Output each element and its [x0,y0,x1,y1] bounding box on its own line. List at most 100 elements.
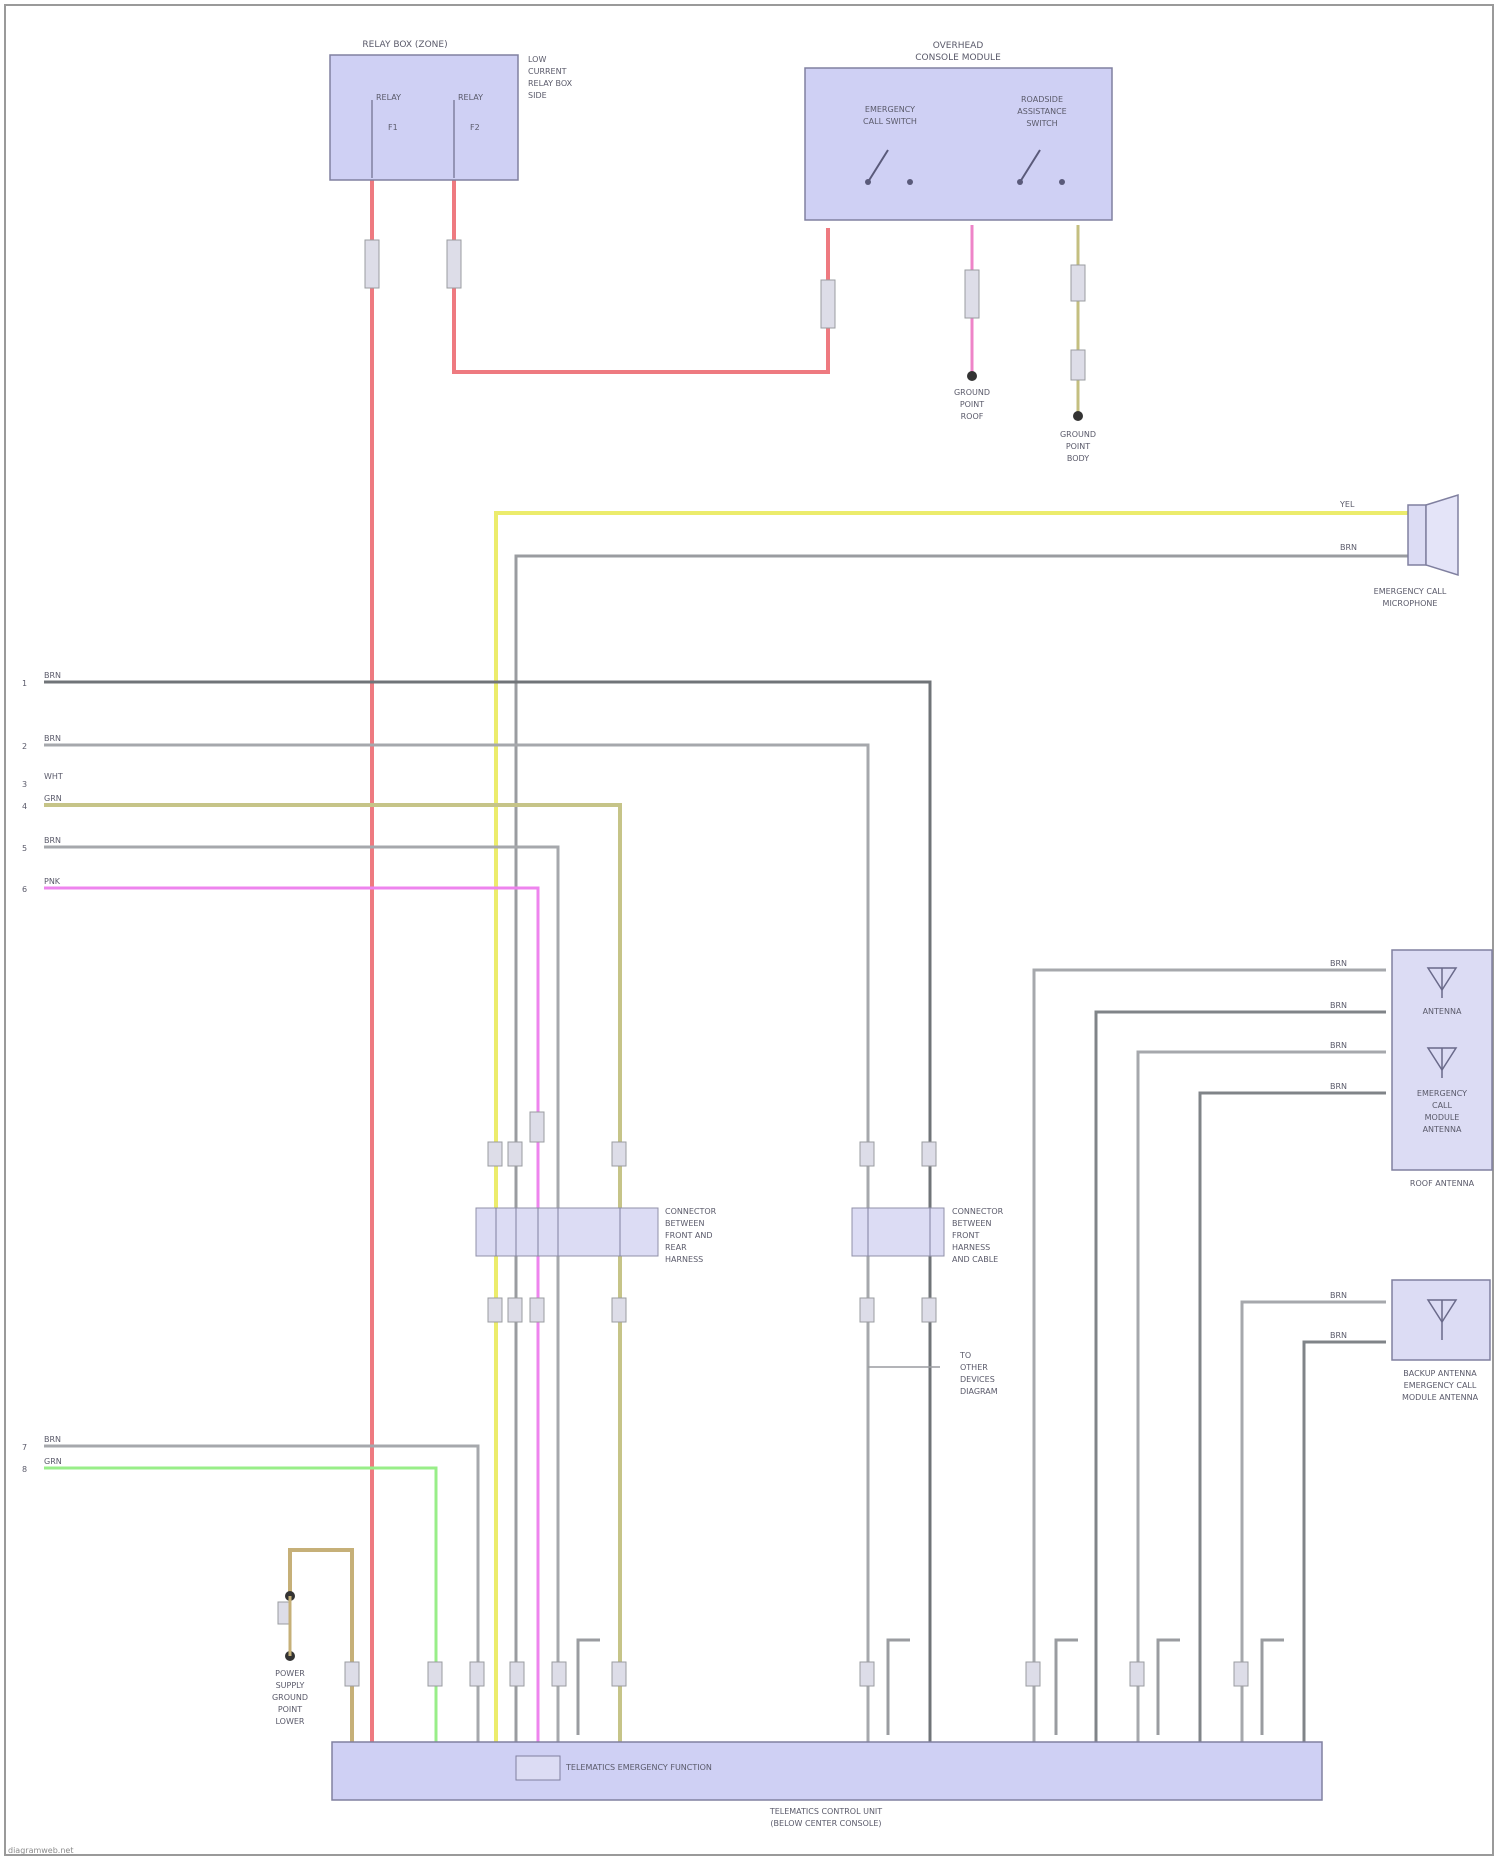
svg-text:DIAGRAM: DIAGRAM [960,1387,998,1396]
svg-text:HARNESS: HARNESS [952,1243,990,1252]
svg-text:2: 2 [22,742,27,751]
left-wire-7 [44,1446,478,1750]
svg-text:CONNECTOR: CONNECTOR [665,1207,717,1216]
svg-text:GROUND: GROUND [954,388,990,397]
svg-text:MICROPHONE: MICROPHONE [1383,599,1438,608]
telematics-control-unit: TELEMATICS EMERGENCY FUNCTION TELEMATICS… [332,1742,1322,1828]
left-wire-2 [44,745,868,1750]
ground-point-lower: POWER SUPPLY GROUND POINT LOWER [272,1591,308,1726]
relay-f2-pin: F2 [470,123,480,132]
svg-text:POINT: POINT [960,400,984,409]
svg-text:WHT: WHT [44,772,63,781]
roof-antenna: ANTENNA EMERGENCY CALL MODULE ANTENNA RO… [1330,950,1492,1188]
svg-text:BRN: BRN [1330,1331,1347,1340]
relay-box [330,55,518,180]
svg-text:CONNECTOR: CONNECTOR [952,1207,1004,1216]
svg-text:BETWEEN: BETWEEN [952,1219,991,1228]
svg-text:GRN: GRN [44,794,62,803]
svg-text:CALL: CALL [1432,1101,1453,1110]
svg-text:BRN: BRN [1330,959,1347,968]
relay-f2-label: RELAY [458,93,483,102]
svg-text:OVERHEAD: OVERHEAD [933,41,984,51]
svg-text:PNK: PNK [44,877,61,886]
relay-f1-pin: F1 [388,123,398,132]
svg-text:GROUND: GROUND [272,1693,308,1702]
svg-text:5: 5 [22,844,27,853]
svg-text:7: 7 [22,1443,27,1452]
svg-text:BRN: BRN [1330,1041,1347,1050]
left-wire-4 [44,805,620,1750]
relay-to-overhead-wire [454,178,828,372]
svg-text:EMERGENCY CALL: EMERGENCY CALL [1404,1381,1477,1390]
microphone-wire-label-1: YEL [1339,500,1355,509]
svg-text:MODULE ANTENNA: MODULE ANTENNA [1402,1393,1479,1402]
svg-text:SUPPLY: SUPPLY [276,1681,305,1690]
svg-text:BRN: BRN [1330,1291,1347,1300]
telematics-emergency-function-box [516,1756,560,1780]
svg-text:ROADSIDE: ROADSIDE [1021,95,1063,104]
svg-text:ASSISTANCE: ASSISTANCE [1017,107,1066,116]
overhead-module [805,68,1112,220]
svg-text:CALL SWITCH: CALL SWITCH [863,117,917,126]
svg-text:BRN: BRN [44,734,61,743]
svg-text:FRONT: FRONT [952,1231,979,1240]
left-wire-8 [44,1468,436,1750]
svg-text:MODULE: MODULE [1425,1113,1460,1122]
svg-text:EMERGENCY: EMERGENCY [1417,1089,1467,1098]
telematics-emergency-function-label: TELEMATICS EMERGENCY FUNCTION [565,1763,712,1772]
svg-text:AND CABLE: AND CABLE [952,1255,998,1264]
svg-text:4: 4 [22,802,27,811]
svg-text:BRN: BRN [44,836,61,845]
svg-text:ROOF ANTENNA: ROOF ANTENNA [1410,1179,1475,1188]
svg-text:3: 3 [22,780,27,789]
svg-text:ANTENNA: ANTENNA [1423,1007,1462,1016]
svg-text:POWER: POWER [275,1669,305,1678]
svg-text:1: 1 [22,679,27,688]
svg-text:BRN: BRN [44,1435,61,1444]
backup-antenna-wire-1 [1242,1302,1386,1750]
svg-text:REAR: REAR [665,1243,687,1252]
svg-text:BETWEEN: BETWEEN [665,1219,704,1228]
left-wire-5 [44,847,558,1750]
svg-text:ANTENNA: ANTENNA [1423,1125,1462,1134]
svg-text:SIDE: SIDE [528,91,547,100]
svg-text:BRN: BRN [44,671,61,680]
svg-text:LOW: LOW [528,55,546,64]
microphone-wire-gray [516,556,1408,1750]
backup-antenna-wire-2 [1304,1342,1386,1750]
left-wire-labels: 1 BRN 2 BRN 3 WHT 4 GRN 5 BRN 6 PNK 7 BR… [22,671,63,1474]
relay-box-title: RELAY BOX (ZONE) [362,40,447,50]
svg-text:LOWER: LOWER [276,1717,305,1726]
microphone-wire-label-2: BRN [1340,543,1357,552]
svg-text:BODY: BODY [1067,454,1089,463]
svg-text:8: 8 [22,1465,27,1474]
svg-text:EMERGENCY CALL: EMERGENCY CALL [1374,587,1447,596]
svg-text:EMERGENCY: EMERGENCY [865,105,915,114]
microphone-wire-yellow [496,513,1408,1750]
telematics-caption-1: TELEMATICS CONTROL UNIT [769,1807,882,1816]
svg-text:SWITCH: SWITCH [1026,119,1057,128]
ground-point-body: GROUND POINT BODY [1060,411,1096,463]
svg-text:CURRENT: CURRENT [528,67,567,76]
svg-text:GRN: GRN [44,1457,62,1466]
svg-text:6: 6 [22,885,27,894]
svg-text:TO: TO [959,1351,971,1360]
svg-text:BRN: BRN [1330,1001,1347,1010]
antenna-wire-4 [1200,1093,1386,1750]
connector-left: CONNECTOR BETWEEN FRONT AND REAR HARNESS [476,1207,717,1264]
relay-f1-label: RELAY [376,93,401,102]
svg-text:FRONT AND: FRONT AND [665,1231,713,1240]
svg-text:POINT: POINT [278,1705,302,1714]
overhead-module-title: OVERHEAD CONSOLE MODULE [915,41,1001,63]
svg-text:BRN: BRN [1330,1082,1347,1091]
footer-watermark: diagramweb.net [8,1846,73,1855]
relay-box-side-label: LOW CURRENT RELAY BOX SIDE [528,55,573,100]
svg-text:GROUND: GROUND [1060,430,1096,439]
svg-text:OTHER: OTHER [960,1363,988,1372]
svg-text:BACKUP ANTENNA: BACKUP ANTENNA [1403,1369,1477,1378]
svg-text:RELAY BOX: RELAY BOX [528,79,573,88]
note-other-devices: TO OTHER DEVICES DIAGRAM [959,1351,998,1396]
svg-text:ROOF: ROOF [961,412,984,421]
svg-text:CONSOLE MODULE: CONSOLE MODULE [915,53,1001,63]
